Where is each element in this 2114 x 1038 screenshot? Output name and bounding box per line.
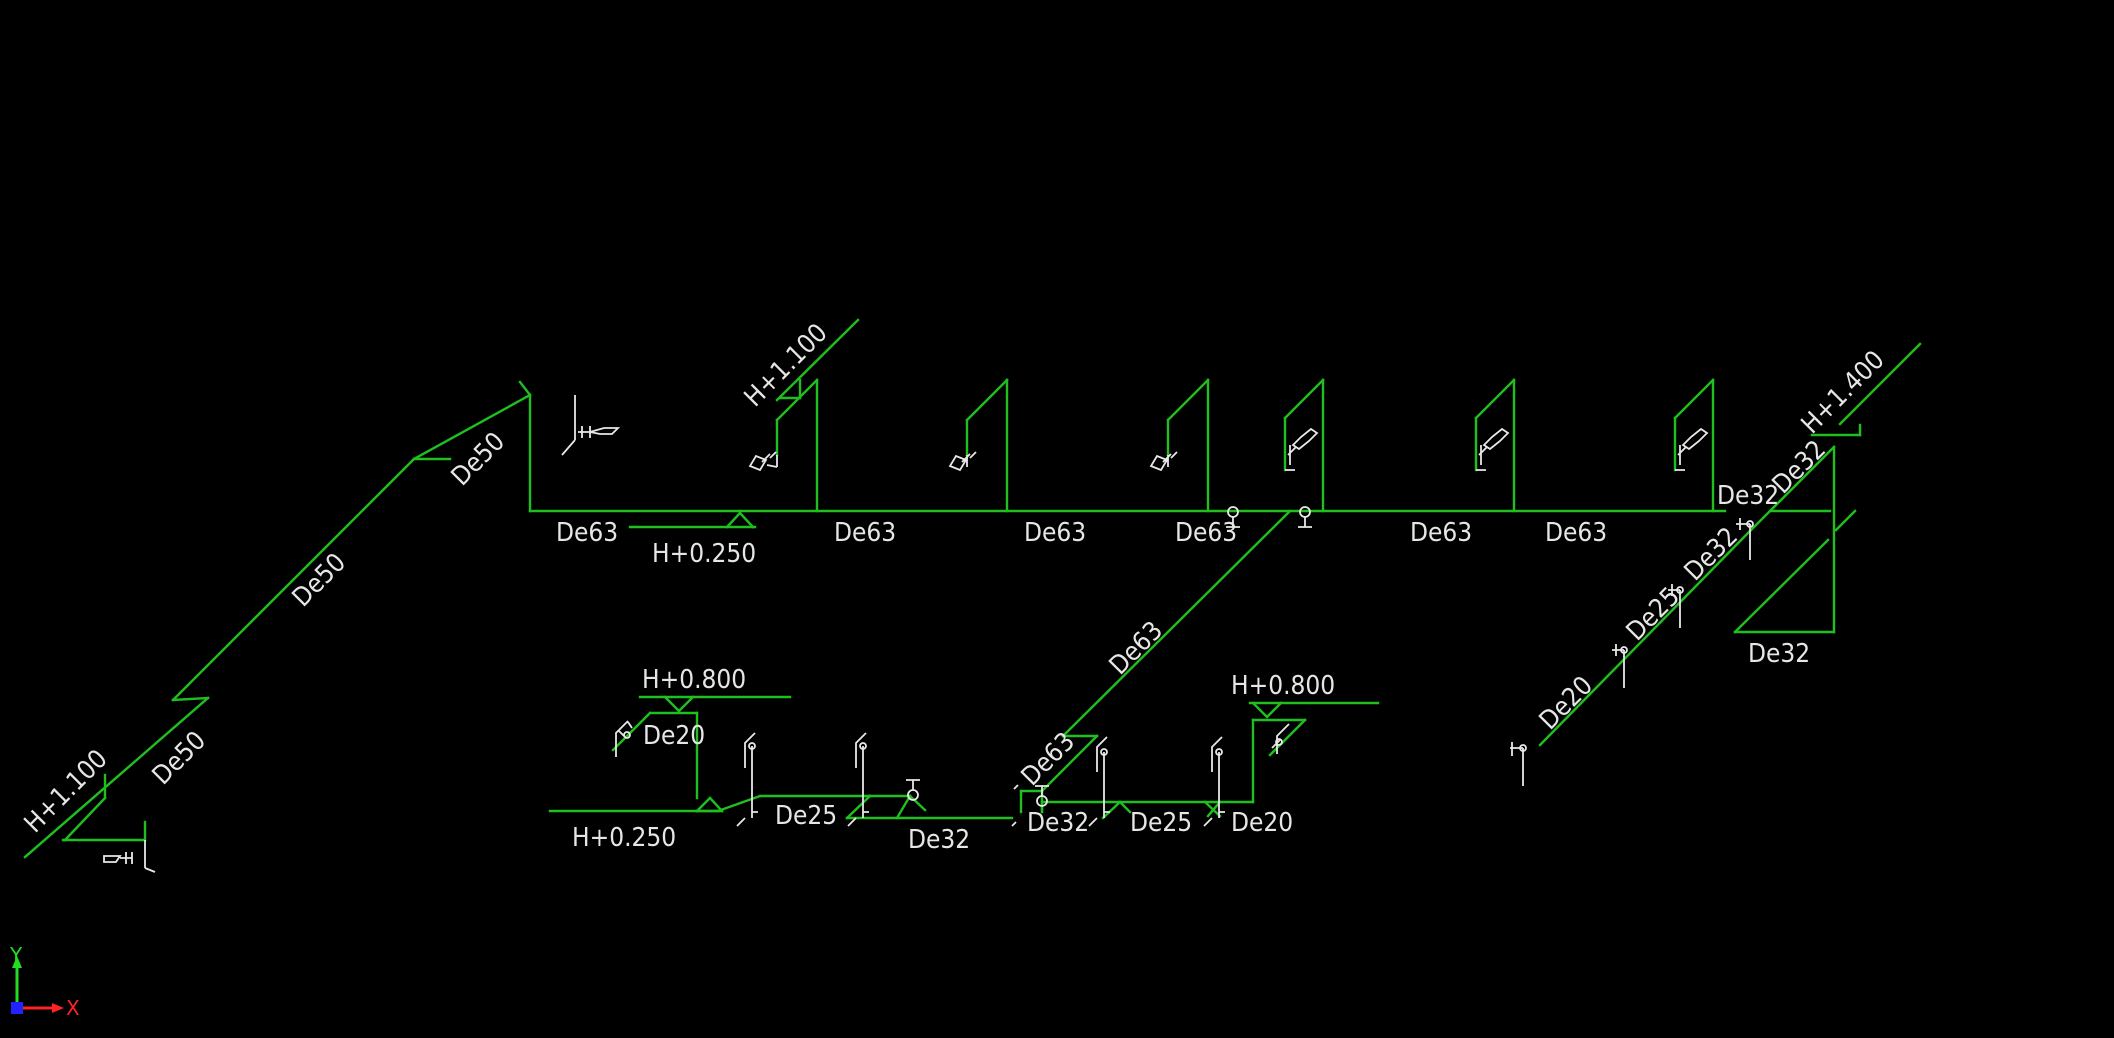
- lower-pipe-run: [548, 695, 1380, 820]
- label-de63-diag: De63: [1104, 616, 1169, 681]
- fixture-branch-2: [948, 378, 1009, 513]
- h1100-branch: [775, 318, 860, 513]
- fixture-branch-6: [1673, 378, 1715, 513]
- label-de63-5: De63: [1410, 518, 1472, 548]
- label-de25-b1: De25: [775, 801, 837, 831]
- ucs-axis-icon: Y X: [9, 943, 80, 1020]
- x-axis-arrow-icon: [52, 1003, 64, 1013]
- label-de25-b2: De25: [1130, 808, 1192, 838]
- bottom-left-fixture: [103, 840, 156, 873]
- label-de50-low: De50: [147, 726, 212, 791]
- label-de32-r1: De32: [1717, 481, 1779, 511]
- label-h0800-left: H+0.800: [642, 665, 746, 695]
- label-de63-6: De63: [1545, 518, 1607, 548]
- lower-fixtures: [615, 720, 1290, 827]
- label-de32-r3: De32: [1679, 522, 1744, 587]
- valve-icon: [1226, 506, 1312, 528]
- label-de25-r: De25: [1621, 582, 1686, 647]
- elevation-marker-top: [628, 509, 757, 529]
- label-de20-r: De20: [1534, 671, 1599, 736]
- label-h0250-top: H+0.250: [652, 539, 756, 569]
- label-de63-1: De63: [556, 518, 618, 548]
- label-de20-b1: De20: [643, 721, 705, 751]
- label-de63-3: De63: [1024, 518, 1086, 548]
- right-valves: [1510, 518, 1754, 786]
- label-de32-r4: De32: [1748, 639, 1810, 669]
- y-axis-arrow-icon: [12, 956, 22, 968]
- label-h0800-right: H+0.800: [1231, 671, 1335, 701]
- pipe-size-labels: De50 De50 De50 H+1.100 H+1.100 H+1.400 D…: [19, 318, 1891, 855]
- label-de32-b2: De32: [1027, 808, 1089, 838]
- label-h1400: H+1.400: [1796, 345, 1891, 440]
- label-de20-b2: De20: [1231, 808, 1293, 838]
- label-de63-2: De63: [834, 518, 896, 548]
- axis-x-label: X: [66, 996, 80, 1020]
- left-fixture: [561, 395, 621, 456]
- ucs-origin-icon: [11, 1002, 23, 1014]
- fixture-branch-5: [1474, 378, 1516, 513]
- axis-y-label: Y: [9, 943, 23, 967]
- label-de50-mid: De50: [287, 548, 352, 613]
- label-de63-4: De63: [1175, 518, 1237, 548]
- label-h0250-bottom: H+0.250: [572, 823, 676, 853]
- label-de32-b1: De32: [908, 825, 970, 855]
- de50-pipe-run: [23, 380, 532, 859]
- fixture-branch-3: [1149, 378, 1210, 513]
- fixture-branch-4: [1283, 378, 1325, 513]
- right-de32-system: [1538, 342, 1922, 747]
- fixture-1: [748, 451, 778, 472]
